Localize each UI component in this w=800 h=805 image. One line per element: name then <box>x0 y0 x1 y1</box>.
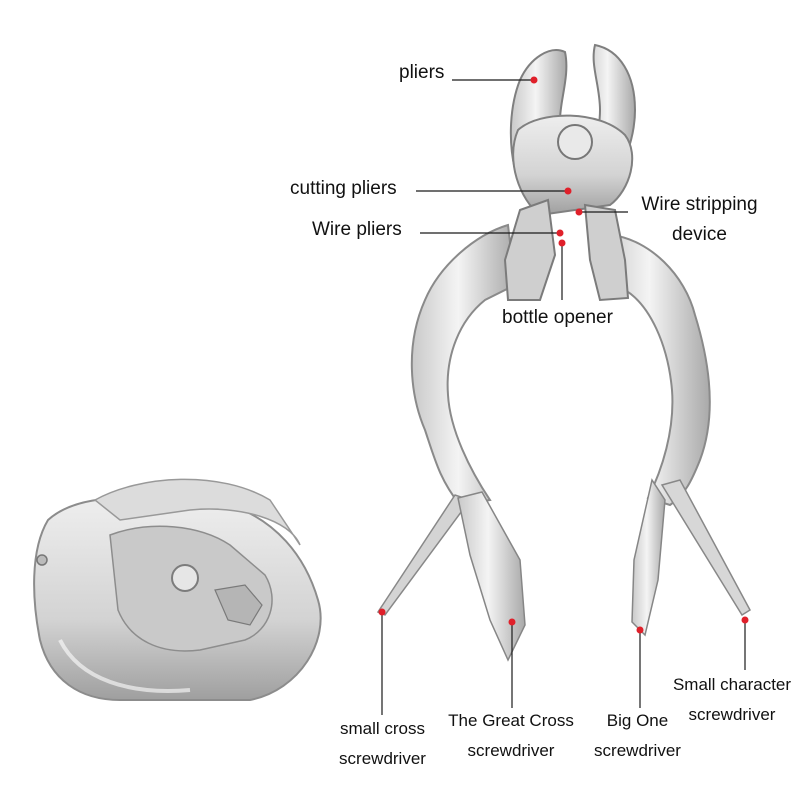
open-multitool <box>376 43 751 662</box>
callout-markers <box>378 76 749 634</box>
marker-big-one <box>636 626 644 634</box>
label-wire-stripping: Wire stripping device <box>632 194 767 246</box>
label-small-cross: small cross screwdriver <box>330 719 435 768</box>
marker-great-cross <box>508 618 516 626</box>
label-small-cross-line1: small cross <box>339 719 425 738</box>
label-great-cross: The Great Cross screwdriver <box>441 711 581 760</box>
leader-lines <box>381 79 746 715</box>
label-bottle-opener: bottle opener <box>502 307 613 328</box>
label-big-one-line2: screwdriver <box>594 740 681 760</box>
folded-multitool <box>33 478 322 701</box>
label-small-character-line2: screwdriver <box>688 704 776 724</box>
label-small-character-line1: Small character <box>672 675 792 694</box>
marker-small-cross <box>378 608 386 616</box>
label-wire-stripping-line2: device <box>672 223 727 245</box>
marker-cutting-pliers <box>564 187 572 195</box>
marker-bottle-opener <box>558 239 566 247</box>
label-pliers: pliers <box>399 62 445 83</box>
label-small-cross-line2: screwdriver <box>339 748 426 768</box>
marker-wire-pliers <box>556 229 564 237</box>
marker-wire-stripping <box>575 208 583 216</box>
marker-small-character <box>741 616 749 624</box>
marker-pliers <box>530 76 538 84</box>
label-small-character: Small character screwdriver <box>668 675 796 724</box>
label-cutting-pliers: cutting pliers <box>290 178 397 199</box>
label-great-cross-line1: The Great Cross <box>448 711 574 730</box>
label-wire-stripping-line1: Wire stripping <box>641 194 758 215</box>
label-big-one: Big One screwdriver <box>585 711 690 760</box>
label-wire-pliers: Wire pliers <box>312 219 402 240</box>
label-great-cross-line2: screwdriver <box>467 740 555 760</box>
label-big-one-line1: Big One <box>606 711 669 730</box>
